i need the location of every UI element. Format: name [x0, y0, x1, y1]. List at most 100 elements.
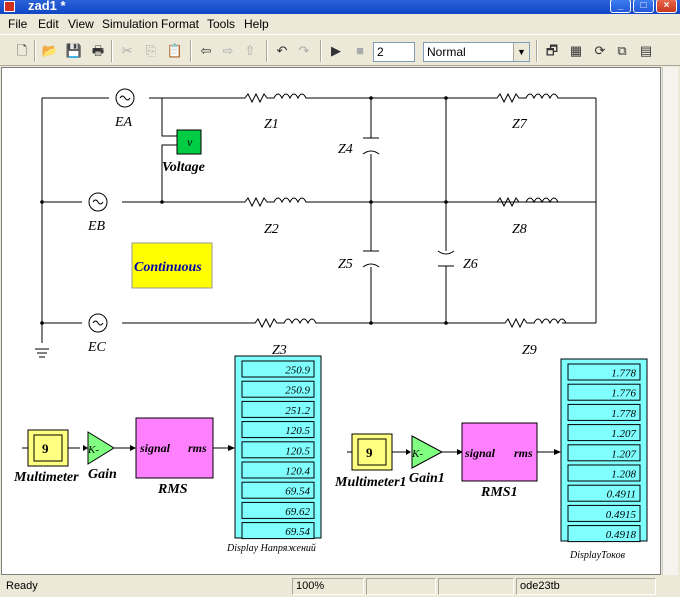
model-explorer-icon[interactable]: ▤	[639, 43, 653, 58]
display-cell	[567, 525, 641, 543]
display-cell	[241, 400, 315, 418]
display-cell	[241, 380, 315, 398]
display-cell	[241, 360, 315, 378]
capacitor-z6[interactable]	[437, 250, 455, 267]
gain-block[interactable]	[87, 431, 115, 465]
continuous-powergui-block[interactable]	[131, 242, 213, 289]
display-cell	[567, 464, 641, 482]
menu-edit[interactable]: Edit	[38, 17, 59, 31]
build-icon[interactable]: 🗗	[545, 43, 559, 58]
impedance-z3[interactable]	[242, 317, 322, 329]
menu-tools[interactable]: Tools	[207, 17, 236, 31]
menu-bar: File Edit View Simulation Format Tools H…	[0, 14, 680, 34]
undo-icon[interactable]: ↶	[276, 43, 288, 58]
toolbar-separator	[536, 40, 538, 62]
chevron-down-icon[interactable]: ▼	[513, 43, 529, 61]
toolbar-separator	[320, 40, 322, 62]
display-value: 69.54	[285, 486, 310, 498]
label-z5: Z5	[338, 257, 353, 272]
model-canvas[interactable]: EA EB EC Z1 Z2 Z3 Z4 Z5 Z6 Z7	[1, 67, 661, 575]
open-folder-icon[interactable]: 📂	[41, 43, 59, 58]
menu-view[interactable]: View	[68, 17, 94, 31]
rms1-block[interactable]	[461, 422, 538, 482]
display-cell	[567, 504, 641, 522]
junction	[369, 200, 373, 204]
menu-help[interactable]: Help	[244, 17, 269, 31]
display-cell	[241, 481, 315, 499]
continuous-block-text: Continuous	[134, 260, 202, 275]
display-cell	[241, 461, 315, 479]
zoom-level: 100%	[292, 578, 364, 595]
label-z4: Z4	[338, 142, 353, 157]
voltage-measurement-block[interactable]	[176, 129, 202, 155]
up-arrow-icon[interactable]: ⇧	[244, 43, 256, 58]
print-icon[interactable]: 🖶	[91, 43, 105, 58]
paste-icon[interactable]: 📋	[166, 43, 184, 58]
maximize-button[interactable]: □	[633, 0, 654, 13]
arrow-icon	[406, 449, 411, 455]
stop-time-input[interactable]	[373, 42, 415, 62]
solver-name: ode23tb	[516, 578, 656, 595]
impedance-z7[interactable]	[484, 92, 564, 104]
display-cell	[567, 383, 641, 401]
refresh-icon[interactable]: ⟳	[594, 43, 606, 58]
display-value: 1.776	[611, 388, 636, 400]
toolbar-separator	[111, 40, 113, 62]
arrow-icon	[554, 449, 561, 455]
gain-block-glyph: K-	[87, 444, 99, 456]
cut-icon[interactable]: ✂	[121, 43, 133, 58]
update-diagram-icon[interactable]: ▦	[569, 43, 583, 58]
label-eb: EB	[87, 219, 106, 234]
menu-file[interactable]: File	[8, 17, 28, 31]
impedance-z1[interactable]	[232, 92, 312, 104]
wire-voltage	[149, 97, 177, 202]
display-value: 69.54	[285, 526, 310, 538]
back-arrow-icon[interactable]: ⇦	[200, 43, 212, 58]
display-voltages-cells: 250.9250.9251.2120.5120.5120.469.5469.62…	[241, 360, 315, 540]
start-simulation-icon[interactable]: ▶	[331, 43, 341, 58]
impedance-z8[interactable]	[484, 196, 564, 208]
minimize-button[interactable]: _	[610, 0, 631, 13]
gain1-block[interactable]	[411, 435, 444, 469]
title-bar[interactable]: zad1 * _ □ ×	[0, 0, 680, 14]
label-z7: Z7	[512, 117, 528, 132]
junction	[369, 96, 373, 100]
label-z8: Z8	[512, 222, 527, 237]
redo-icon[interactable]: ↷	[298, 43, 310, 58]
toolbar-separator	[190, 40, 192, 62]
menu-format[interactable]: Format	[161, 17, 200, 31]
save-icon[interactable]: 💾	[65, 43, 83, 58]
capacitor-z4[interactable]	[362, 137, 380, 155]
copy-icon[interactable]: ⎘	[145, 43, 157, 58]
arrow-icon	[457, 449, 463, 455]
simulation-mode-select[interactable]: Normal ▼	[423, 42, 530, 62]
vertical-scrollbar[interactable]	[662, 67, 678, 575]
stop-simulation-icon[interactable]: ■	[356, 43, 364, 58]
capacitor-z5[interactable]	[362, 250, 380, 268]
menu-simulation[interactable]: Simulation	[102, 17, 159, 31]
display-value: 0.4915	[606, 509, 637, 521]
display-cell	[567, 403, 641, 421]
forward-arrow-icon[interactable]: ⇨	[222, 43, 234, 58]
status-cell-empty	[438, 578, 514, 595]
toolbar-separator	[34, 40, 36, 62]
status-text: Ready	[6, 580, 38, 592]
impedance-z2[interactable]	[232, 196, 312, 208]
display-value: 251.2	[285, 405, 310, 417]
label-multimeter: Multimeter	[13, 470, 79, 485]
multimeter1-display	[357, 438, 387, 466]
label-gain1: Gain1	[409, 471, 445, 486]
rms-block[interactable]	[135, 417, 214, 479]
junction	[444, 321, 448, 325]
library-browser-icon[interactable]: ⧉	[617, 43, 627, 58]
simulation-mode-value: Normal	[427, 45, 466, 59]
voltage-block-glyph: v	[187, 135, 193, 149]
new-model-icon[interactable]: 🗋	[16, 43, 28, 58]
display-voltages-label: Display Напряжений	[226, 543, 316, 554]
impedance-z9[interactable]	[492, 317, 567, 329]
close-button[interactable]: ×	[656, 0, 677, 13]
multimeter-value: 9	[42, 441, 49, 456]
display-value: 120.5	[285, 445, 310, 457]
block-diagram: EA EB EC Z1 Z2 Z3 Z4 Z5 Z6 Z7	[13, 88, 648, 561]
